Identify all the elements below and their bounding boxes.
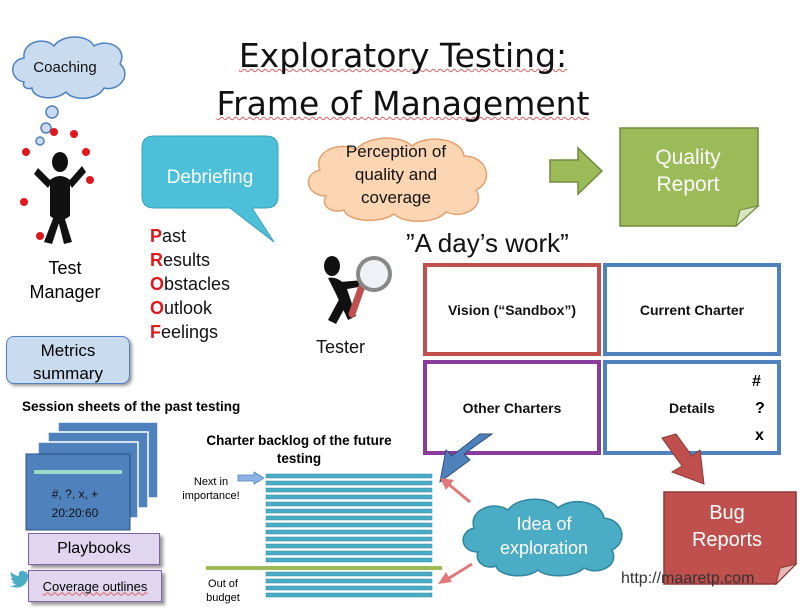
session-sheets-stack <box>25 421 159 531</box>
grid-cell-current-charter: Current Charter <box>603 263 781 356</box>
detail-symbol-x: x <box>755 427 764 444</box>
charter-backlog-lines <box>265 473 433 598</box>
days-work-label: ”A day’s work” <box>406 228 569 258</box>
playbooks-box: Playbooks <box>28 533 160 565</box>
next-importance-arrow-icon <box>237 471 265 485</box>
proof-item-outlook: Outlook <box>150 298 213 318</box>
budget-line <box>206 566 442 570</box>
page-title-line1: Exploratory Testing: <box>238 36 568 75</box>
source-url: http://maaretp.com <box>621 570 755 587</box>
perception-label: Perception of quality and coverage <box>345 142 447 207</box>
test-manager-figure-icon <box>20 128 94 244</box>
proof-item-past: Past <box>150 226 187 246</box>
to-backlog-arrow-icon <box>439 433 494 484</box>
idea-to-backlog-arrow-icon <box>440 478 471 504</box>
grid-cell-vision: Vision (“Sandbox”) <box>423 263 601 356</box>
proof-list: Past Results Obstacles Outlook Feelings <box>150 224 230 344</box>
proof-item-results: Results <box>150 250 211 270</box>
proof-item-feelings: Feelings <box>150 322 219 342</box>
grid-cell-details: Details <box>603 360 781 455</box>
out-of-budget-label: Out of budget <box>206 578 240 604</box>
tester-magnifier-icon <box>324 256 392 324</box>
proof-item-obstacles: Obstacles <box>150 274 231 294</box>
idea-to-budget-arrow-icon <box>438 562 473 584</box>
debriefing-label: Debriefing <box>166 167 254 188</box>
to-quality-arrow-icon <box>549 146 604 196</box>
to-bug-reports-arrow-icon <box>661 433 705 485</box>
metrics-summary-box: Metrics summary <box>6 336 130 384</box>
coaching-cloud <box>12 36 126 146</box>
charter-backlog-label: Charter backlog of the future testing <box>206 433 392 466</box>
tester-label: Tester <box>316 337 366 357</box>
coaching-label: Coaching <box>33 59 97 76</box>
page-title-line2: Frame of Management <box>216 84 590 123</box>
debriefing-bubble <box>141 135 279 243</box>
idea-label: Idea of exploration <box>499 514 589 558</box>
grid-cell-other-charters: Other Charters <box>423 360 601 455</box>
bug-reports-label: Bug Reports <box>691 502 763 551</box>
detail-symbol-hash: # <box>752 373 761 390</box>
next-importance-label: Next in importance! <box>182 476 240 502</box>
detail-symbol-question: ? <box>755 400 765 417</box>
quality-report-note <box>619 127 760 228</box>
session-sheet-text: #, ?, x, + 20:20:60 <box>51 487 99 520</box>
twitter-bird-icon <box>10 570 29 588</box>
test-manager-label: Test Manager <box>29 258 101 302</box>
coverage-outlines-box: Coverage outlines <box>28 570 162 602</box>
bug-reports-note <box>663 491 798 586</box>
perception-cloud <box>307 137 488 222</box>
session-sheets-label: Session sheets of the past testing <box>22 399 241 414</box>
idea-cloud <box>462 498 623 577</box>
quality-report-label: Quality Report <box>655 146 721 196</box>
